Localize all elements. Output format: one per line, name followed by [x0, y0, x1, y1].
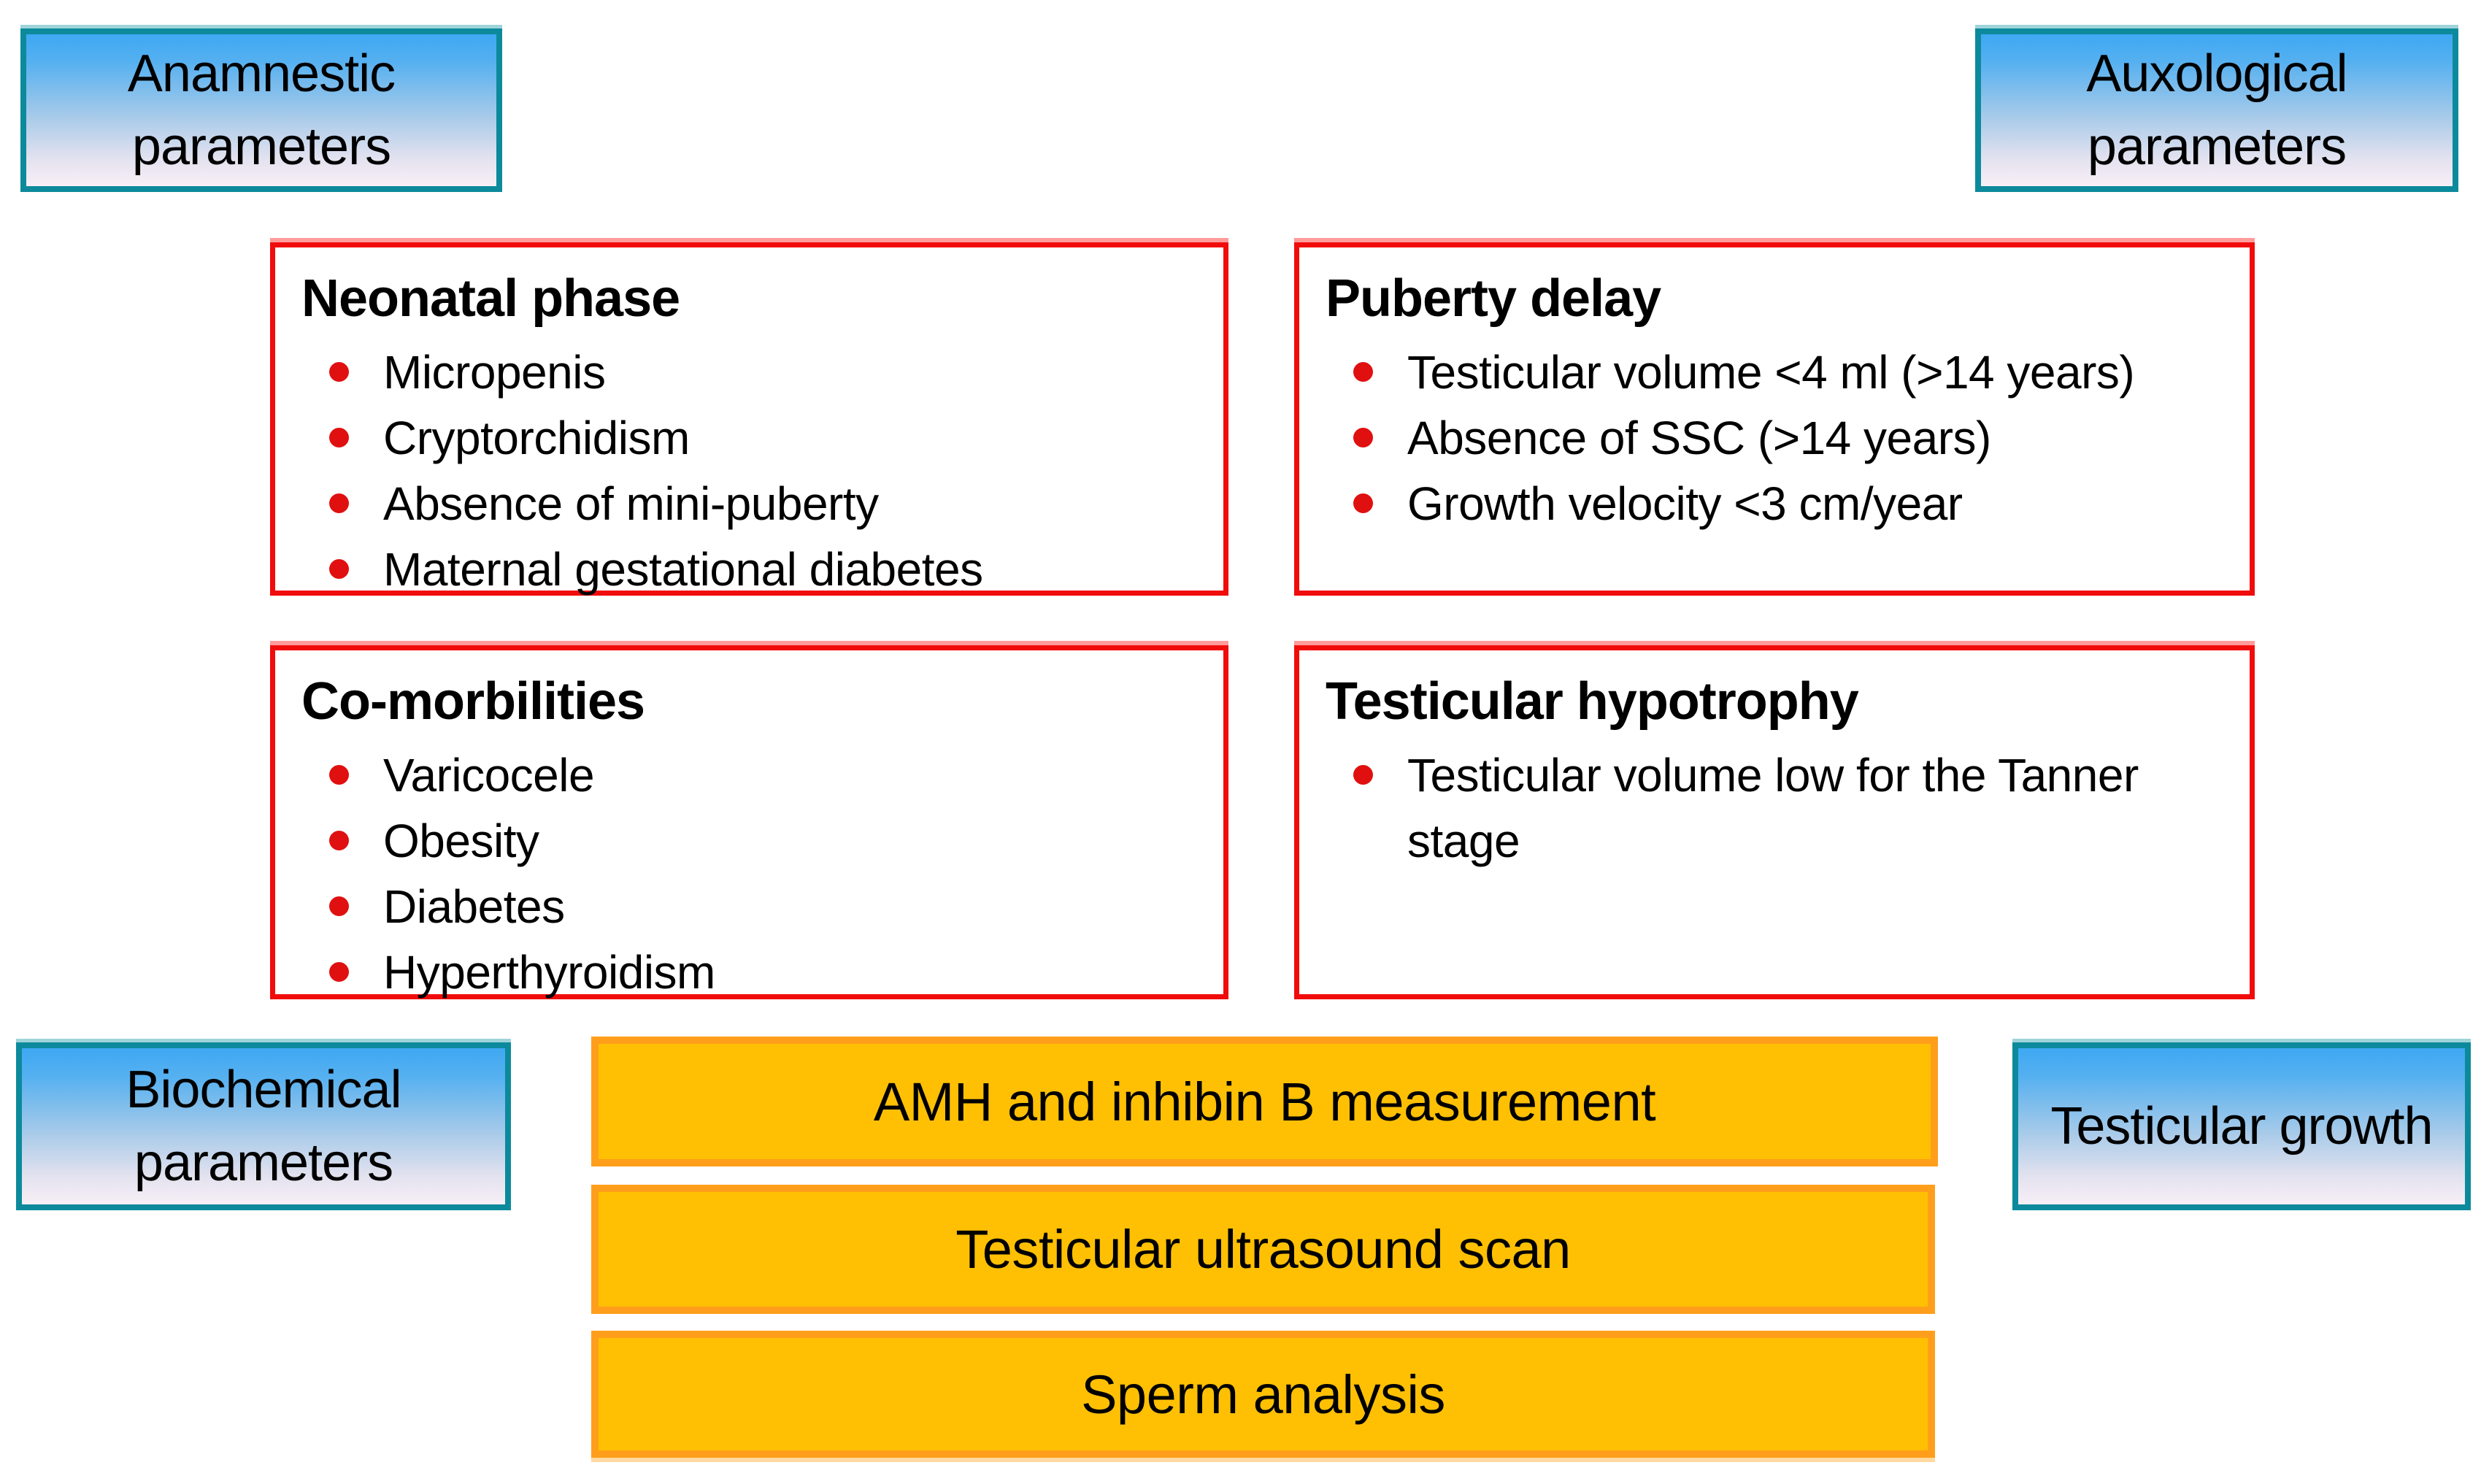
bullet-icon	[1353, 493, 1373, 513]
criteria-box-title: Puberty delay	[1326, 269, 1661, 328]
criteria-box-neonatal-phase: Neonatal phase Micropenis Cryptorchidism…	[270, 242, 1228, 596]
criteria-box-title: Testicular hypotrophy	[1326, 672, 1859, 731]
criteria-box-title: Co-morbilities	[301, 672, 645, 731]
criteria-box-title: Neonatal phase	[301, 269, 680, 328]
list-item-label: Cryptorchidism	[383, 412, 690, 464]
param-box-biochemical-label: Biochemical parameters	[126, 1061, 401, 1192]
criteria-list: Testicular volume low for the Tanner sta…	[1326, 742, 2184, 874]
criteria-list: Testicular volume <4 ml (>14 years) Abse…	[1326, 339, 2184, 537]
action-bar-testicular-ultrasound: Testicular ultrasound scan	[591, 1185, 1935, 1314]
list-item-label: Varicocele	[383, 749, 595, 801]
bullet-icon	[329, 831, 349, 850]
param-box-biochemical: Biochemical parameters	[16, 1042, 511, 1210]
list-item: Cryptorchidism	[301, 405, 1158, 471]
criteria-list: Micropenis Cryptorchidism Absence of min…	[301, 339, 1158, 602]
list-item-label: Growth velocity <3 cm/year	[1407, 477, 1963, 530]
list-item: Growth velocity <3 cm/year	[1326, 471, 2184, 537]
bullet-icon	[329, 559, 349, 579]
action-bar-amh-inhibin-b: AMH and inhibin B measurement	[591, 1037, 1938, 1166]
param-box-auxological-label: Auxological parameters	[2086, 45, 2347, 176]
criteria-box-puberty-delay: Puberty delay Testicular volume <4 ml (>…	[1294, 242, 2255, 596]
criteria-box-testicular-hypotrophy: Testicular hypotrophy Testicular volume …	[1294, 645, 2255, 999]
bullet-icon	[329, 896, 349, 916]
list-item-label: Testicular volume low for the Tanner sta…	[1407, 749, 2139, 867]
list-item-label: Hyperthyroidism	[383, 946, 715, 999]
list-item-label: Micropenis	[383, 346, 606, 399]
criteria-list: Varicocele Obesity Diabetes Hyperthyroid…	[301, 742, 1158, 1005]
bullet-icon	[329, 428, 349, 447]
list-item: Varicocele	[301, 742, 1158, 808]
list-item-label: Testicular volume <4 ml (>14 years)	[1407, 346, 2135, 399]
bullet-icon	[329, 962, 349, 982]
param-box-anamnestic-label: Anamnestic parameters	[127, 45, 396, 176]
list-item-label: Absence of SSC (>14 years)	[1407, 412, 1991, 464]
param-box-auxological: Auxological parameters	[1975, 28, 2458, 192]
list-item: Micropenis	[301, 339, 1158, 405]
param-box-testicular-growth-label: Testicular growth	[2050, 1097, 2433, 1156]
action-bar-label: Testicular ultrasound scan	[955, 1219, 1571, 1280]
param-box-testicular-growth: Testicular growth	[2012, 1042, 2471, 1210]
list-item: Absence of mini-puberty	[301, 471, 1158, 537]
list-item: Absence of SSC (>14 years)	[1326, 405, 2184, 471]
list-item-label: Maternal gestational diabetes	[383, 543, 983, 596]
list-item: Hyperthyroidism	[301, 939, 1158, 1005]
list-item-label: Obesity	[383, 815, 539, 867]
list-item: Diabetes	[301, 874, 1158, 939]
bullet-icon	[1353, 362, 1373, 382]
list-item: Testicular volume <4 ml (>14 years)	[1326, 339, 2184, 405]
list-item: Maternal gestational diabetes	[301, 537, 1158, 602]
list-item-label: Diabetes	[383, 880, 565, 933]
bullet-icon	[1353, 428, 1373, 447]
criteria-box-co-morbilities: Co-morbilities Varicocele Obesity Diabet…	[270, 645, 1228, 999]
list-item-label: Absence of mini-puberty	[383, 477, 879, 530]
action-bar-label: AMH and inhibin B measurement	[873, 1071, 1656, 1132]
bullet-icon	[329, 765, 349, 785]
bullet-icon	[329, 362, 349, 382]
param-box-anamnestic: Anamnestic parameters	[20, 28, 502, 192]
list-item: Obesity	[301, 808, 1158, 874]
bullet-icon	[1353, 765, 1373, 785]
action-bar-sperm-analysis: Sperm analysis	[591, 1331, 1935, 1458]
bullet-icon	[329, 493, 349, 513]
list-item: Testicular volume low for the Tanner sta…	[1326, 742, 2184, 874]
action-bar-label: Sperm analysis	[1081, 1364, 1445, 1425]
